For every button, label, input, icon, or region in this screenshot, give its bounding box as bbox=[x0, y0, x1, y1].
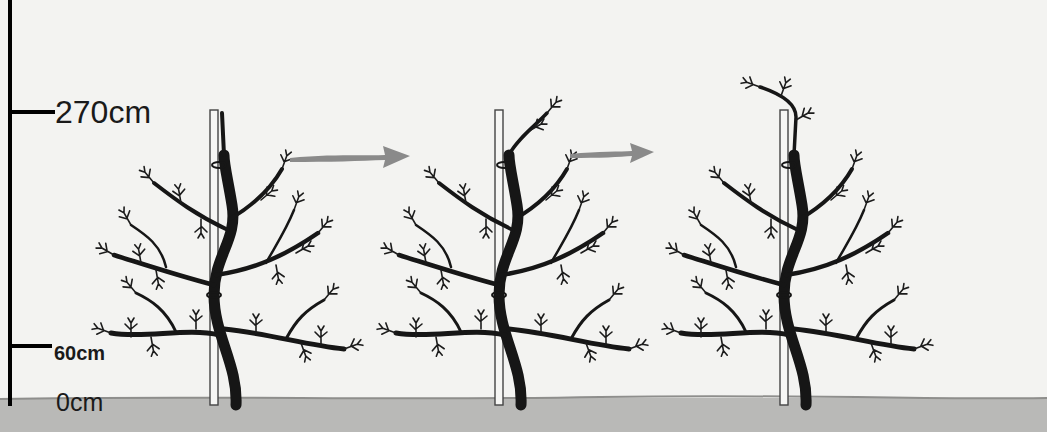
height-mark: 60cm bbox=[54, 343, 105, 363]
height-mark: 270cm bbox=[55, 96, 151, 128]
process-arrow bbox=[290, 143, 654, 168]
height-mark: 0cm bbox=[56, 390, 103, 415]
